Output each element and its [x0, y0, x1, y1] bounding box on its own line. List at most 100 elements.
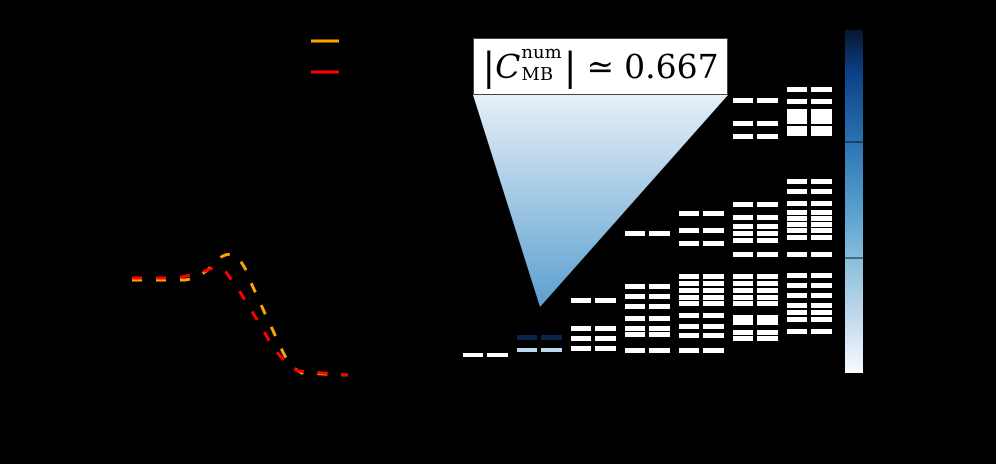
- energy-level: [811, 317, 832, 322]
- energy-level: [787, 201, 807, 206]
- level-columns-3-7: [571, 87, 832, 353]
- energy-level: [787, 252, 807, 257]
- colorbar: [845, 30, 863, 373]
- energy-level: [649, 326, 670, 331]
- energy-level: [733, 301, 753, 306]
- energy-level: [787, 273, 807, 278]
- energy-level: [733, 215, 753, 220]
- energy-level: [703, 288, 724, 293]
- energy-level: [571, 298, 591, 303]
- energy-level: [679, 288, 699, 293]
- annotation-subscript: MB: [521, 63, 554, 85]
- energy-level: [649, 348, 670, 353]
- energy-level: [757, 295, 778, 300]
- energy-level: [649, 231, 670, 236]
- colorbar-gradient: [845, 30, 863, 373]
- energy-level: [679, 333, 699, 338]
- energy-level: [595, 326, 616, 331]
- energy-level: [733, 134, 753, 139]
- energy-level: [787, 179, 807, 184]
- energy-level: [757, 98, 778, 103]
- energy-level: [703, 333, 724, 338]
- energy-level: [649, 304, 670, 309]
- energy-level: [733, 202, 753, 207]
- energy-level: [811, 201, 832, 206]
- level-column-2-highlighted: [517, 335, 562, 352]
- energy-level: [811, 99, 832, 104]
- energy-level: [625, 332, 645, 337]
- energy-level: [787, 114, 807, 119]
- energy-level: [703, 295, 724, 300]
- energy-level: [811, 119, 832, 124]
- energy-level: [595, 298, 616, 303]
- energy-level: [733, 252, 753, 257]
- energy-level: [757, 274, 778, 279]
- energy-level: [703, 274, 724, 279]
- energy-level: [811, 189, 832, 194]
- energy-level: [595, 346, 616, 351]
- energy-level: [811, 216, 832, 221]
- energy-level: [625, 326, 645, 331]
- energy-level: [787, 317, 807, 322]
- energy-level: [787, 283, 807, 288]
- energy-level: [733, 238, 753, 243]
- energy-level: [811, 114, 832, 119]
- energy-level: [757, 252, 778, 257]
- energy-level: [811, 179, 832, 184]
- energy-level: [811, 131, 832, 136]
- right-panel: [463, 30, 863, 373]
- orange-dashed-curve: [132, 252, 349, 377]
- energy-level: [679, 274, 699, 279]
- energy-level: [703, 301, 724, 306]
- energy-level: [811, 329, 832, 334]
- energy-level: [787, 210, 807, 215]
- annotation-scripts: num MB: [521, 43, 561, 85]
- energy-level: [703, 241, 724, 246]
- energy-level: [787, 293, 807, 298]
- energy-level: [733, 295, 753, 300]
- zoom-fan: [473, 95, 728, 307]
- energy-level: [733, 281, 753, 286]
- energy-level: [703, 211, 724, 216]
- energy-level: [625, 348, 645, 353]
- energy-level: [733, 231, 753, 236]
- energy-level: [757, 288, 778, 293]
- energy-level: [703, 281, 724, 286]
- annotation-superscript: num: [521, 41, 562, 63]
- energy-level: [787, 228, 807, 233]
- energy-level: [625, 304, 645, 309]
- energy-level: [811, 222, 832, 227]
- coefficient-annotation-box: | C num MB | ≃ 0.667: [473, 38, 728, 95]
- energy-level: [811, 109, 832, 114]
- energy-level: [811, 228, 832, 233]
- energy-level: [649, 332, 670, 337]
- energy-level: [679, 281, 699, 286]
- energy-level: [787, 131, 807, 136]
- energy-level: [787, 126, 807, 131]
- energy-level: [757, 215, 778, 220]
- energy-level: [649, 316, 670, 321]
- energy-level: [787, 109, 807, 114]
- energy-level: [571, 346, 591, 351]
- energy-level: [571, 336, 591, 341]
- energy-level: [811, 303, 832, 308]
- energy-level: [679, 211, 699, 216]
- energy-level: [757, 224, 778, 229]
- energy-level: [811, 310, 832, 315]
- energy-level: [733, 121, 753, 126]
- energy-level: [757, 330, 778, 335]
- energy-level: [679, 228, 699, 233]
- energy-level: [733, 98, 753, 103]
- energy-level: [757, 202, 778, 207]
- energy-level: [679, 301, 699, 306]
- energy-level: [679, 241, 699, 246]
- energy-level: [811, 87, 832, 92]
- energy-level: [787, 310, 807, 315]
- energy-level: [811, 273, 832, 278]
- red-dashed-curve: [132, 266, 349, 377]
- energy-level: [733, 330, 753, 335]
- legend: [311, 39, 339, 74]
- energy-level: [811, 235, 832, 240]
- annotation-value: 0.667: [624, 47, 719, 86]
- energy-level: [625, 294, 645, 299]
